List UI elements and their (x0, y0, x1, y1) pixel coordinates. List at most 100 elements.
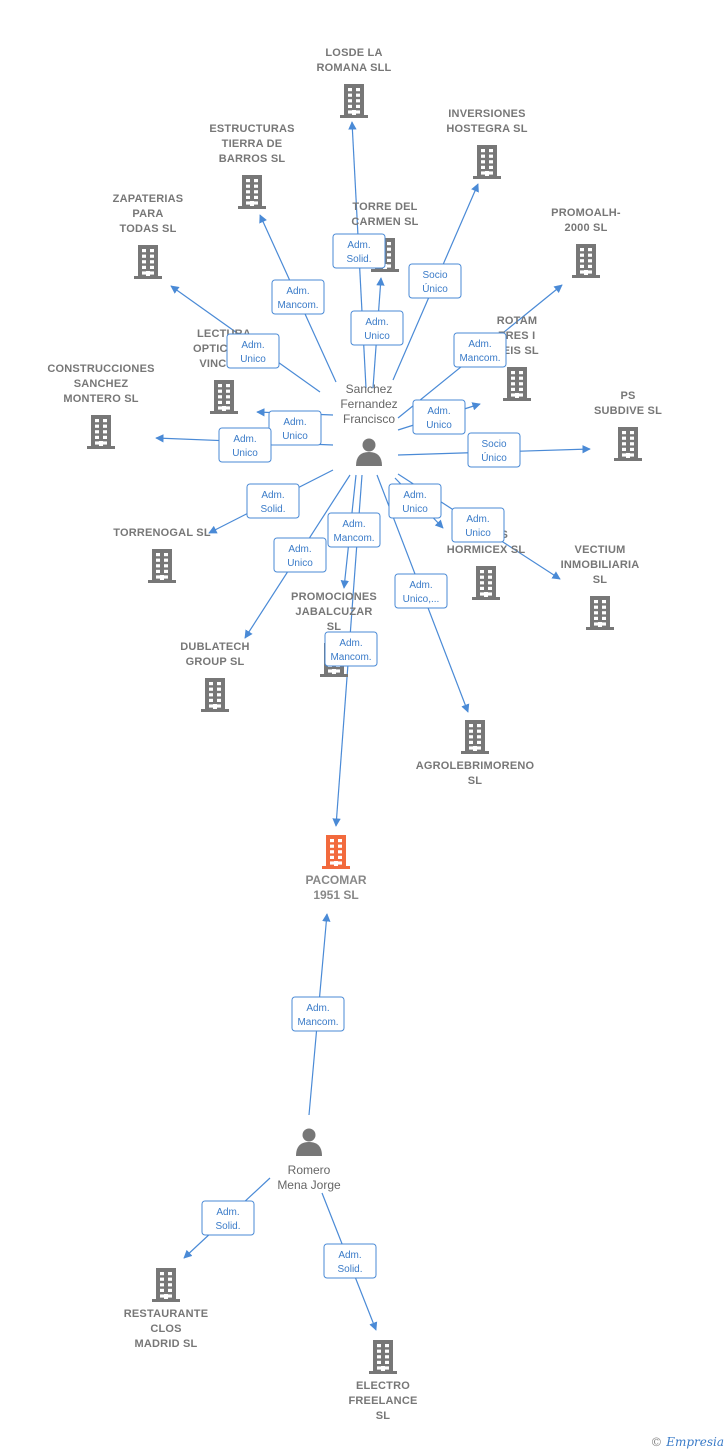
edge-label[interactable]: Adm.Solid. (201, 1200, 255, 1236)
edge-label-box (291, 996, 345, 1032)
edge-label-text: Adm. (339, 638, 362, 649)
edge-label-text: Unico (402, 504, 428, 515)
company-label: RESTAURANTE (124, 1308, 209, 1320)
company-label: PROMOCIONES (291, 591, 377, 603)
edge-label-box (394, 573, 448, 609)
company-label: PROMOALH- (551, 207, 621, 219)
company-node-torrenogal[interactable]: TORRENOGAL SL (113, 527, 211, 583)
person-label: Mena Jorge (277, 1178, 341, 1192)
edge-label-box (323, 1243, 377, 1279)
company-label: ZAPATERIAS (113, 193, 184, 205)
edge-label[interactable]: Adm.Unico,... (394, 573, 448, 609)
person-label: Fernandez (340, 397, 397, 411)
building-icon (369, 1340, 397, 1374)
edge-label[interactable]: Adm. Mancom. (291, 996, 345, 1032)
edge-label-box (467, 432, 521, 468)
edge-labels-layer: Adm.Solid.Adm.UnicoSocioÚnicoAdm.Mancom.… (201, 233, 521, 1279)
edge-label[interactable]: Adm.Solid. (332, 233, 386, 269)
edge-label-text: Adm. (286, 286, 309, 297)
edge-label[interactable]: Adm.Solid. (246, 483, 300, 519)
edge-label-box (246, 483, 300, 519)
edge-label[interactable]: Adm. Mancom. (324, 631, 378, 667)
edge-label[interactable]: Adm.Unico (388, 483, 442, 519)
edge-label-box (350, 310, 404, 346)
edge-label-text: Unico,... (403, 594, 440, 605)
building-icon (340, 84, 368, 118)
company-node-electro[interactable]: ELECTRO FREELANCE SL (348, 1340, 417, 1422)
edge-label-text: Adm. (347, 240, 370, 251)
building-icon (472, 566, 500, 600)
company-node-ps[interactable]: PS SUBDIVE SL (594, 390, 662, 461)
edge-label[interactable]: Adm.Mancom. (327, 512, 381, 548)
company-label: ROTAM (497, 315, 538, 327)
edge-label-text: Mancom. (297, 1017, 338, 1028)
edge-label-text: Solid. (260, 504, 285, 515)
company-label: TORRENOGAL SL (113, 527, 211, 539)
edge-label[interactable]: Adm.Unico (268, 410, 322, 446)
edge-label-text: Adm. (306, 1003, 329, 1014)
edge-label[interactable]: Adm.Unico (273, 537, 327, 573)
edge-label-text: Unico (426, 420, 452, 431)
building-icon (503, 367, 531, 401)
edge-label[interactable]: Adm.Unico (451, 507, 505, 543)
company-label: HORMICEX SL (447, 544, 526, 556)
edge-label[interactable]: Adm.Mancom. (453, 332, 507, 368)
edge-label[interactable]: Adm.Solid. (323, 1243, 377, 1279)
edge-label-box (271, 279, 325, 315)
edge-label[interactable]: Adm.Unico (226, 333, 280, 369)
edge-label-box (408, 263, 462, 299)
company-label: INVERSIONES (448, 108, 525, 120)
building-icon (461, 720, 489, 754)
company-label: PS (620, 390, 635, 402)
edge-label-box (201, 1200, 255, 1236)
edge-label-text: Unico (287, 558, 313, 569)
building-icon (322, 835, 350, 869)
company-label: FREELANCE (348, 1395, 417, 1407)
edge-label[interactable]: Adm.Unico (350, 310, 404, 346)
edge-label-box (388, 483, 442, 519)
person-label: Sanchez (346, 382, 393, 396)
edge-label[interactable]: Adm.Mancom. (271, 279, 325, 315)
edge-label-text: Único (481, 451, 507, 464)
company-label: SL (376, 1410, 391, 1422)
edge-label[interactable]: Adm. Unico (412, 399, 466, 435)
company-label: ROMANA SLL (317, 62, 392, 74)
company-label: GROUP SL (186, 656, 245, 668)
edge-label-box (453, 332, 507, 368)
company-node-promoalh[interactable]: PROMOALH-2000 SL (551, 207, 621, 278)
person-label: Romero (288, 1163, 331, 1177)
building-icon (586, 596, 614, 630)
company-label: SUBDIVE SL (594, 405, 662, 417)
edge-label-text: Mancom. (330, 652, 371, 663)
building-icon (238, 175, 266, 209)
company-label: ELECTRO (356, 1380, 410, 1392)
company-label: INMOBILIARIA (561, 559, 640, 571)
edge-label-text: Adm. (427, 406, 450, 417)
edge-label-text: Socio (481, 439, 506, 450)
edge-label-text: Adm. (233, 434, 256, 445)
building-icon (87, 415, 115, 449)
edge-label[interactable]: Adm.Unico (218, 427, 272, 463)
building-icon (201, 678, 229, 712)
company-label: JABALCUZAR (295, 606, 372, 618)
person-label: Francisco (343, 412, 395, 426)
edge-label-text: Unico (364, 331, 390, 342)
building-icon (614, 427, 642, 461)
edge-label-text: Adm. (216, 1207, 239, 1218)
